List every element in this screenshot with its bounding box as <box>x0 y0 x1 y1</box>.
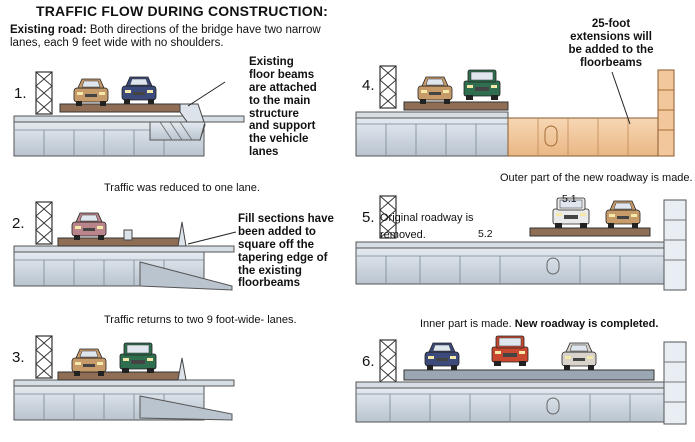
step-5-label-b: 5.2 <box>478 228 493 240</box>
step-1-callout: Existing floor beams are attached to the… <box>249 56 317 159</box>
step-2-callout: Fill sections have been added to square … <box>238 213 334 290</box>
intro-text: Existing road: Both directions of the br… <box>10 24 340 50</box>
page-title: TRAFFIC FLOW DURING CONSTRUCTION: <box>36 3 329 19</box>
intro-lead: Existing road: <box>10 24 87 36</box>
step-2-caption: Traffic was reduced to one lane. <box>104 182 260 194</box>
step-3-caption: Traffic returns to two 9 foot-wide- lane… <box>104 314 297 326</box>
panel-6-drawing <box>355 335 687 425</box>
panel-4-drawing <box>355 65 675 157</box>
panel-1-drawing <box>13 71 245 157</box>
intro-body: Both directions of the bridge have two n… <box>10 24 321 49</box>
step-6-caption-plain: Inner part is made. <box>420 318 512 330</box>
panel-2-drawing <box>13 201 237 291</box>
step-5-label-a: 5.1 <box>562 193 577 205</box>
step-5-number: 5. <box>362 209 375 226</box>
panel-3-drawing <box>13 335 235 421</box>
step-4-callout: 25-foot extensions will be added to the … <box>568 18 654 69</box>
step-2-number: 2. <box>12 215 25 232</box>
step-5-caption: Outer part of the new roadway is made. <box>500 172 693 184</box>
panel-5-drawing <box>355 195 687 291</box>
step-4-number: 4. <box>362 77 375 94</box>
step-3-number: 3. <box>12 349 25 366</box>
step-6-caption: Inner part is made. New roadway is compl… <box>420 318 658 330</box>
step-6-caption-bold: New roadway is completed. <box>514 318 659 330</box>
step-6-number: 6. <box>362 353 375 370</box>
step-5-note: Original roadway is removed. <box>380 212 474 242</box>
step-1-number: 1. <box>14 85 27 102</box>
